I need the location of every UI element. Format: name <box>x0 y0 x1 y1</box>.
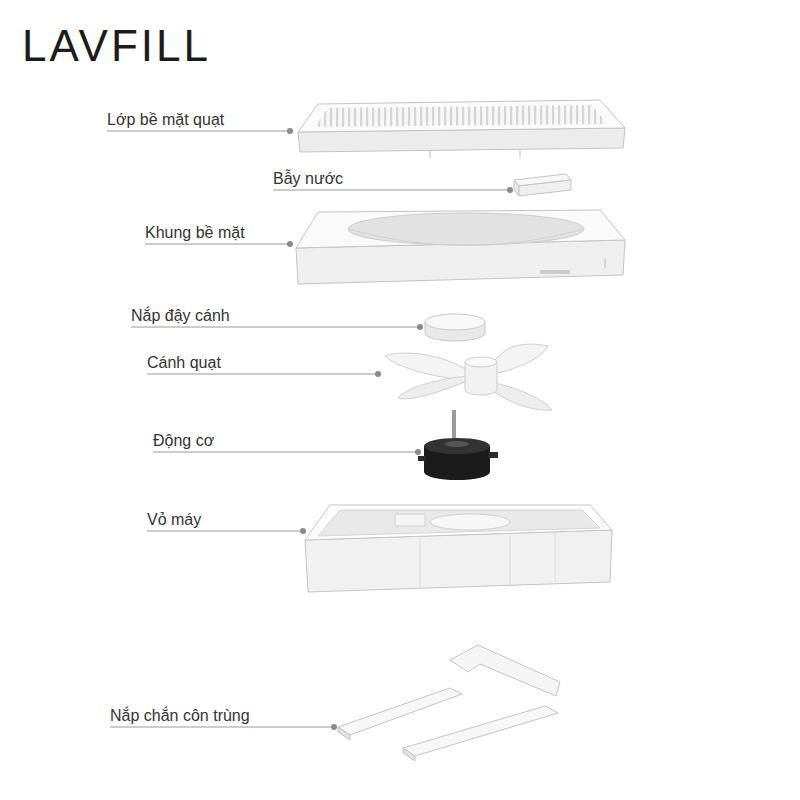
part-label: Lớp bề mặt quạt <box>107 110 224 129</box>
motor <box>418 410 498 480</box>
surface-frame <box>296 210 625 284</box>
part-label: Khung bề mặt <box>145 223 245 242</box>
brand-logo: LAVFILL <box>22 22 211 70</box>
blade-cap <box>425 314 485 341</box>
grille-panel <box>298 100 625 158</box>
part-label: Cánh quạt <box>147 353 221 372</box>
part-label: Bẫy nước <box>273 169 343 188</box>
part-label: Vỏ máy <box>147 510 201 529</box>
water-trap <box>514 174 571 196</box>
fan-blades <box>385 344 552 410</box>
part-label: Nắp chắn côn trùng <box>110 706 250 725</box>
part-label: Động cơ <box>153 431 214 450</box>
housing <box>305 505 612 592</box>
insect-guards <box>338 645 560 761</box>
leader-lines <box>107 128 513 730</box>
part-label: Nắp đậy cánh <box>131 306 230 325</box>
